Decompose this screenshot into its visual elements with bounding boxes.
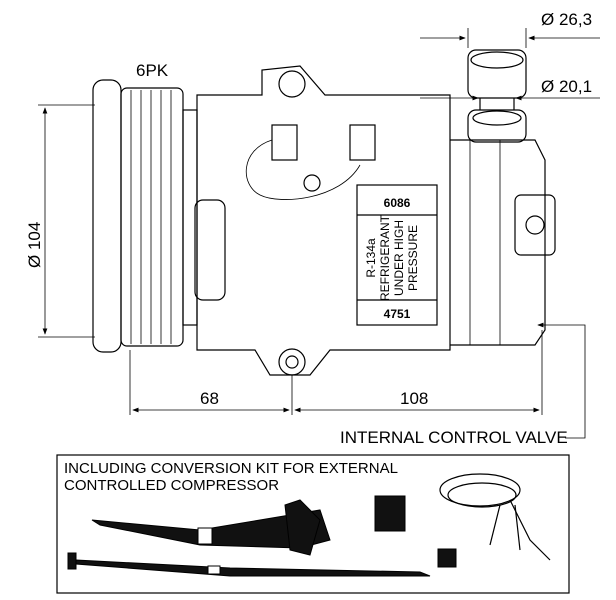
conversion-kit-panel: INCLUDING CONVERSION KIT FOR EXTERNAL CO… bbox=[56, 454, 570, 594]
body-length-label: 108 bbox=[400, 389, 428, 408]
kit-title-line-1: INCLUDING CONVERSION KIT FOR EXTERNAL bbox=[64, 460, 398, 477]
pulley-diameter-label: Ø 104 bbox=[25, 222, 44, 268]
label-plate: 6086 R-134a REFRIGERANT UNDER HIGH PRESS… bbox=[356, 184, 438, 326]
pulley-offset-label: 68 bbox=[200, 389, 219, 408]
belt-type-label: 6PK bbox=[136, 61, 169, 80]
label-line-2: REFRIGERANT bbox=[378, 214, 392, 301]
cable-strap bbox=[67, 552, 431, 577]
pulley bbox=[92, 79, 198, 353]
outlet-diameter-label: Ø 26,3 bbox=[541, 10, 592, 29]
label-line-3: UNDER HIGH bbox=[392, 220, 406, 296]
label-refrigerant-type: R-134a bbox=[364, 238, 378, 278]
label-line-4: PRESSURE bbox=[406, 225, 420, 291]
internal-control-valve-label: INTERNAL CONTROL VALVE bbox=[340, 428, 568, 447]
wire-bundle bbox=[439, 473, 551, 561]
label-top-number: 6086 bbox=[384, 196, 411, 210]
fuse bbox=[437, 548, 457, 568]
wiring-harness bbox=[91, 499, 331, 556]
compressor-body bbox=[194, 49, 556, 376]
inlet-diameter-label: Ø 20,1 bbox=[541, 77, 592, 96]
kit-title-line-2: CONTROLLED COMPRESSOR bbox=[64, 477, 279, 494]
dimension-lines bbox=[38, 28, 600, 439]
label-bottom-number: 4751 bbox=[384, 307, 411, 321]
relay bbox=[374, 495, 406, 532]
